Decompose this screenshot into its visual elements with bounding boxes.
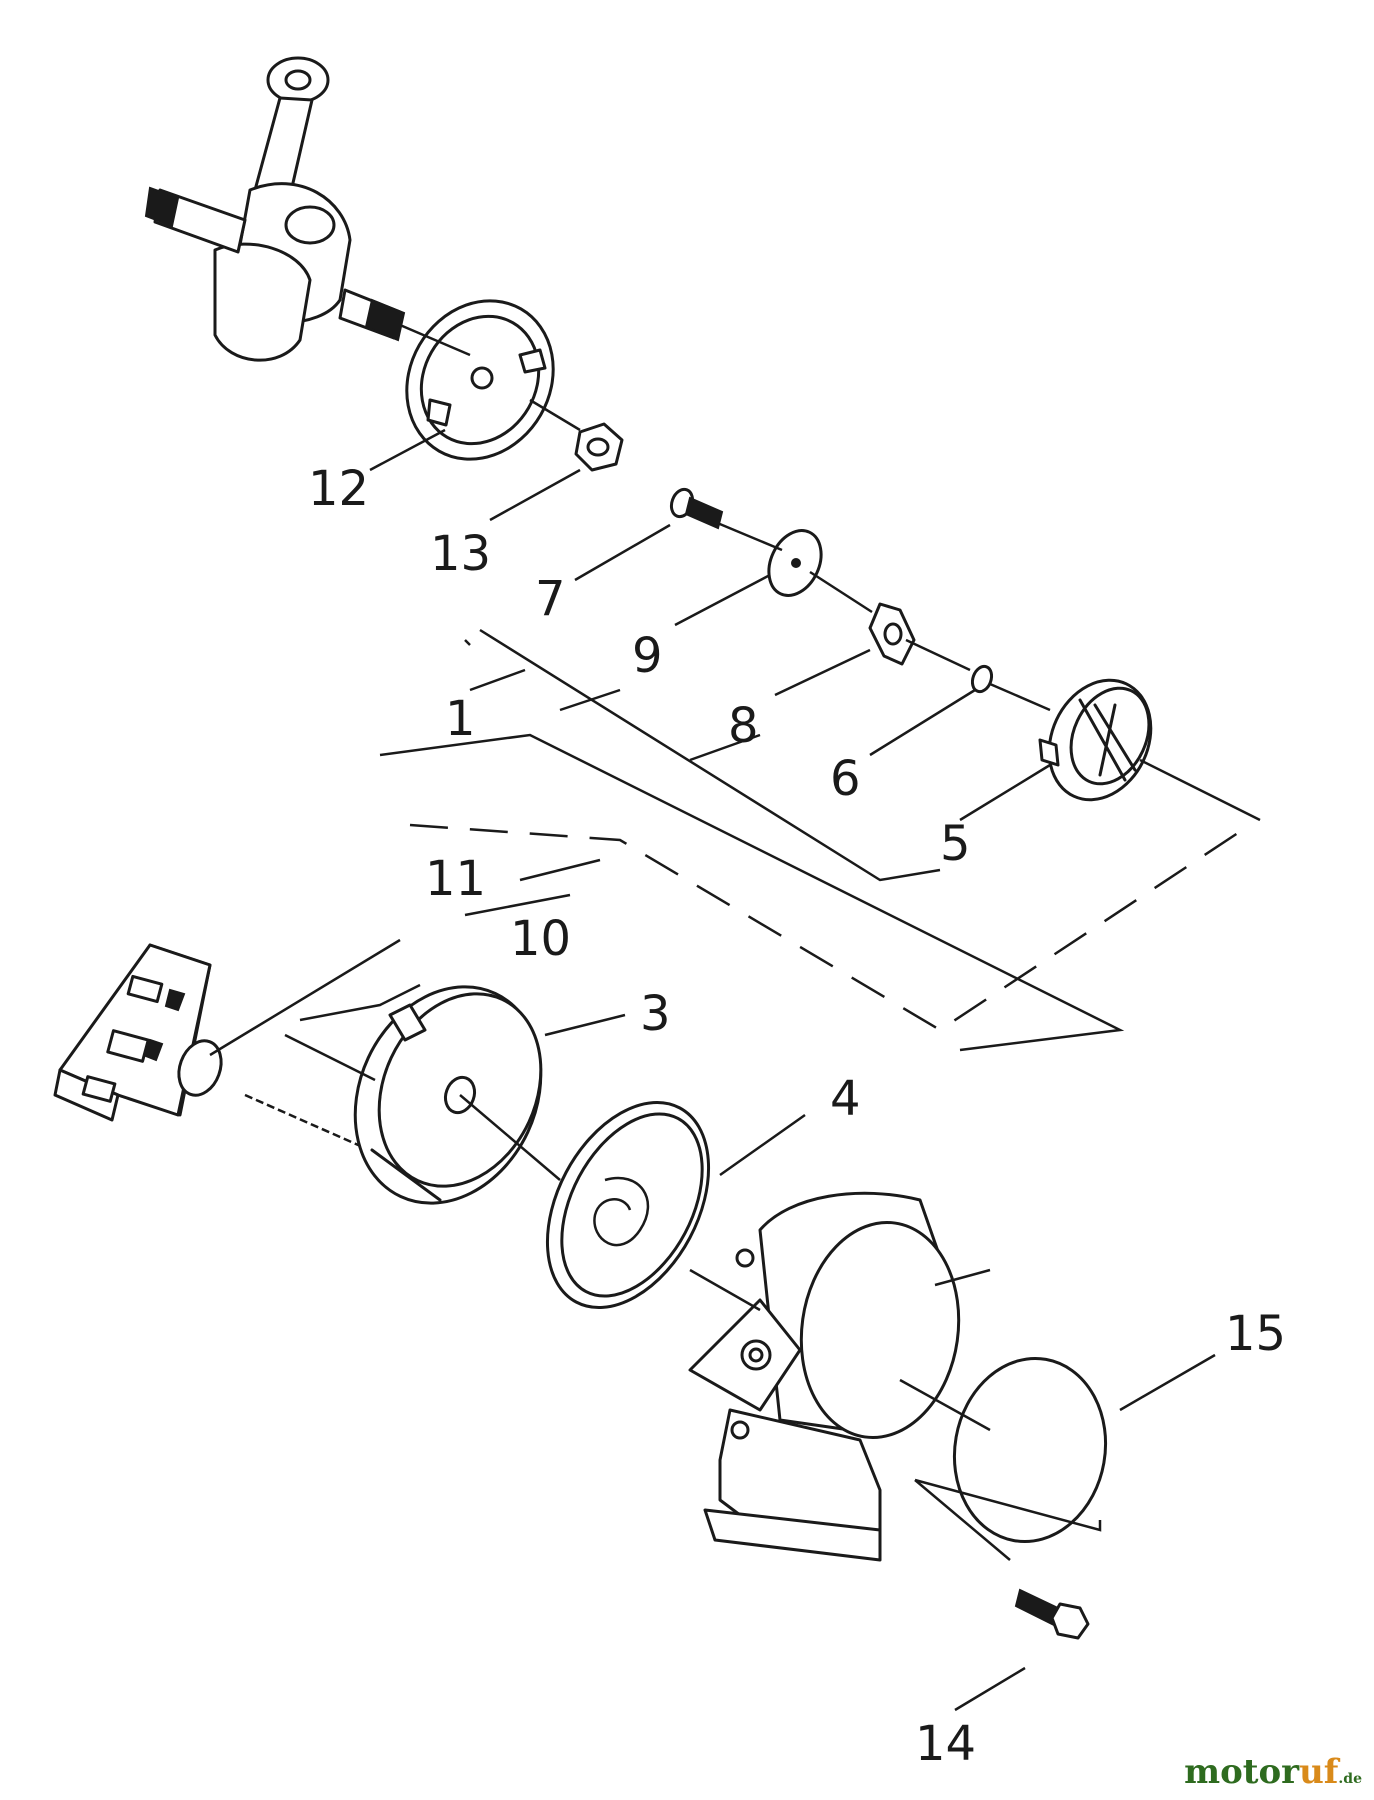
callout-6: 6 xyxy=(830,751,861,807)
crankshaft-part xyxy=(144,56,406,362)
callout-15: 15 xyxy=(1225,1306,1286,1362)
callout-labels: 12 13 7 9 1 8 6 5 11 10 3 4 15 14 xyxy=(308,461,1286,1772)
watermark-tld: .de xyxy=(1338,1771,1362,1787)
recoil-spring-part xyxy=(545,1100,711,1310)
watermark-text: motor xyxy=(1184,1752,1300,1792)
bolt-part xyxy=(669,487,724,530)
callout-11: 11 xyxy=(425,851,486,907)
callout-7: 7 xyxy=(535,571,566,627)
callout-13: 13 xyxy=(430,526,491,582)
callout-8: 8 xyxy=(728,698,759,754)
watermark-accent: uf xyxy=(1299,1752,1339,1792)
callout-3: 3 xyxy=(640,986,671,1042)
cover-disc-part xyxy=(952,1356,1108,1544)
screw-part xyxy=(1014,1588,1090,1640)
kit-bracket-dashed xyxy=(409,823,1251,1032)
kit-bracket-3 xyxy=(284,983,421,1082)
starter-rope-part xyxy=(244,1093,366,1150)
rope-pulley-part xyxy=(353,985,543,1205)
pulley-hub-part xyxy=(1038,678,1153,802)
assembly-axis-lines xyxy=(209,323,1261,1432)
starter-handle-part xyxy=(53,943,223,1122)
starter-housing-part xyxy=(688,1191,961,1562)
callout-12: 12 xyxy=(308,461,369,517)
site-watermark: motoruf.de xyxy=(1184,1752,1362,1792)
nut-part xyxy=(574,422,624,472)
washer-part xyxy=(767,529,823,597)
spring-ring-part xyxy=(970,664,994,694)
callout-5: 5 xyxy=(940,816,971,872)
callout-4: 4 xyxy=(830,1071,861,1127)
kit-bracket-1 xyxy=(379,628,1125,1052)
callout-1: 1 xyxy=(445,691,476,747)
kit-bracket-14-15 xyxy=(914,1478,1102,1561)
pawl-part xyxy=(868,602,916,666)
leader-lines xyxy=(369,428,1216,1712)
pawl-plate-part xyxy=(405,299,555,461)
callout-10: 10 xyxy=(510,911,571,967)
callout-9: 9 xyxy=(632,628,663,684)
callout-14: 14 xyxy=(915,1716,976,1772)
